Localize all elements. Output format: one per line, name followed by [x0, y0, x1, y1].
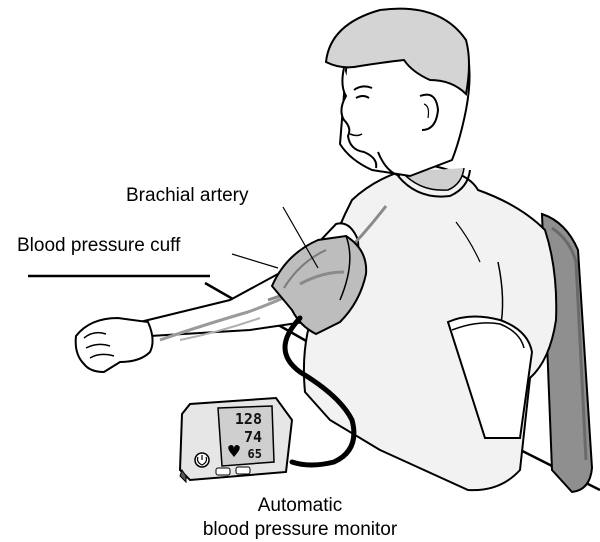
- cuff-label: Blood pressure cuff: [17, 236, 180, 255]
- head: [326, 9, 470, 176]
- pulse-reading: 65: [248, 447, 262, 461]
- systolic-reading: 128: [235, 410, 262, 428]
- monitor-button[interactable]: [216, 468, 230, 475]
- monitor-label-line1: Automatic: [0, 496, 600, 515]
- monitor-label-line2: blood pressure monitor: [0, 520, 600, 539]
- cuff-leader-line: [232, 254, 278, 268]
- diastolic-reading: 74: [244, 428, 262, 446]
- monitor-button[interactable]: [236, 467, 250, 474]
- brachial-artery-label: Brachial artery: [126, 186, 249, 205]
